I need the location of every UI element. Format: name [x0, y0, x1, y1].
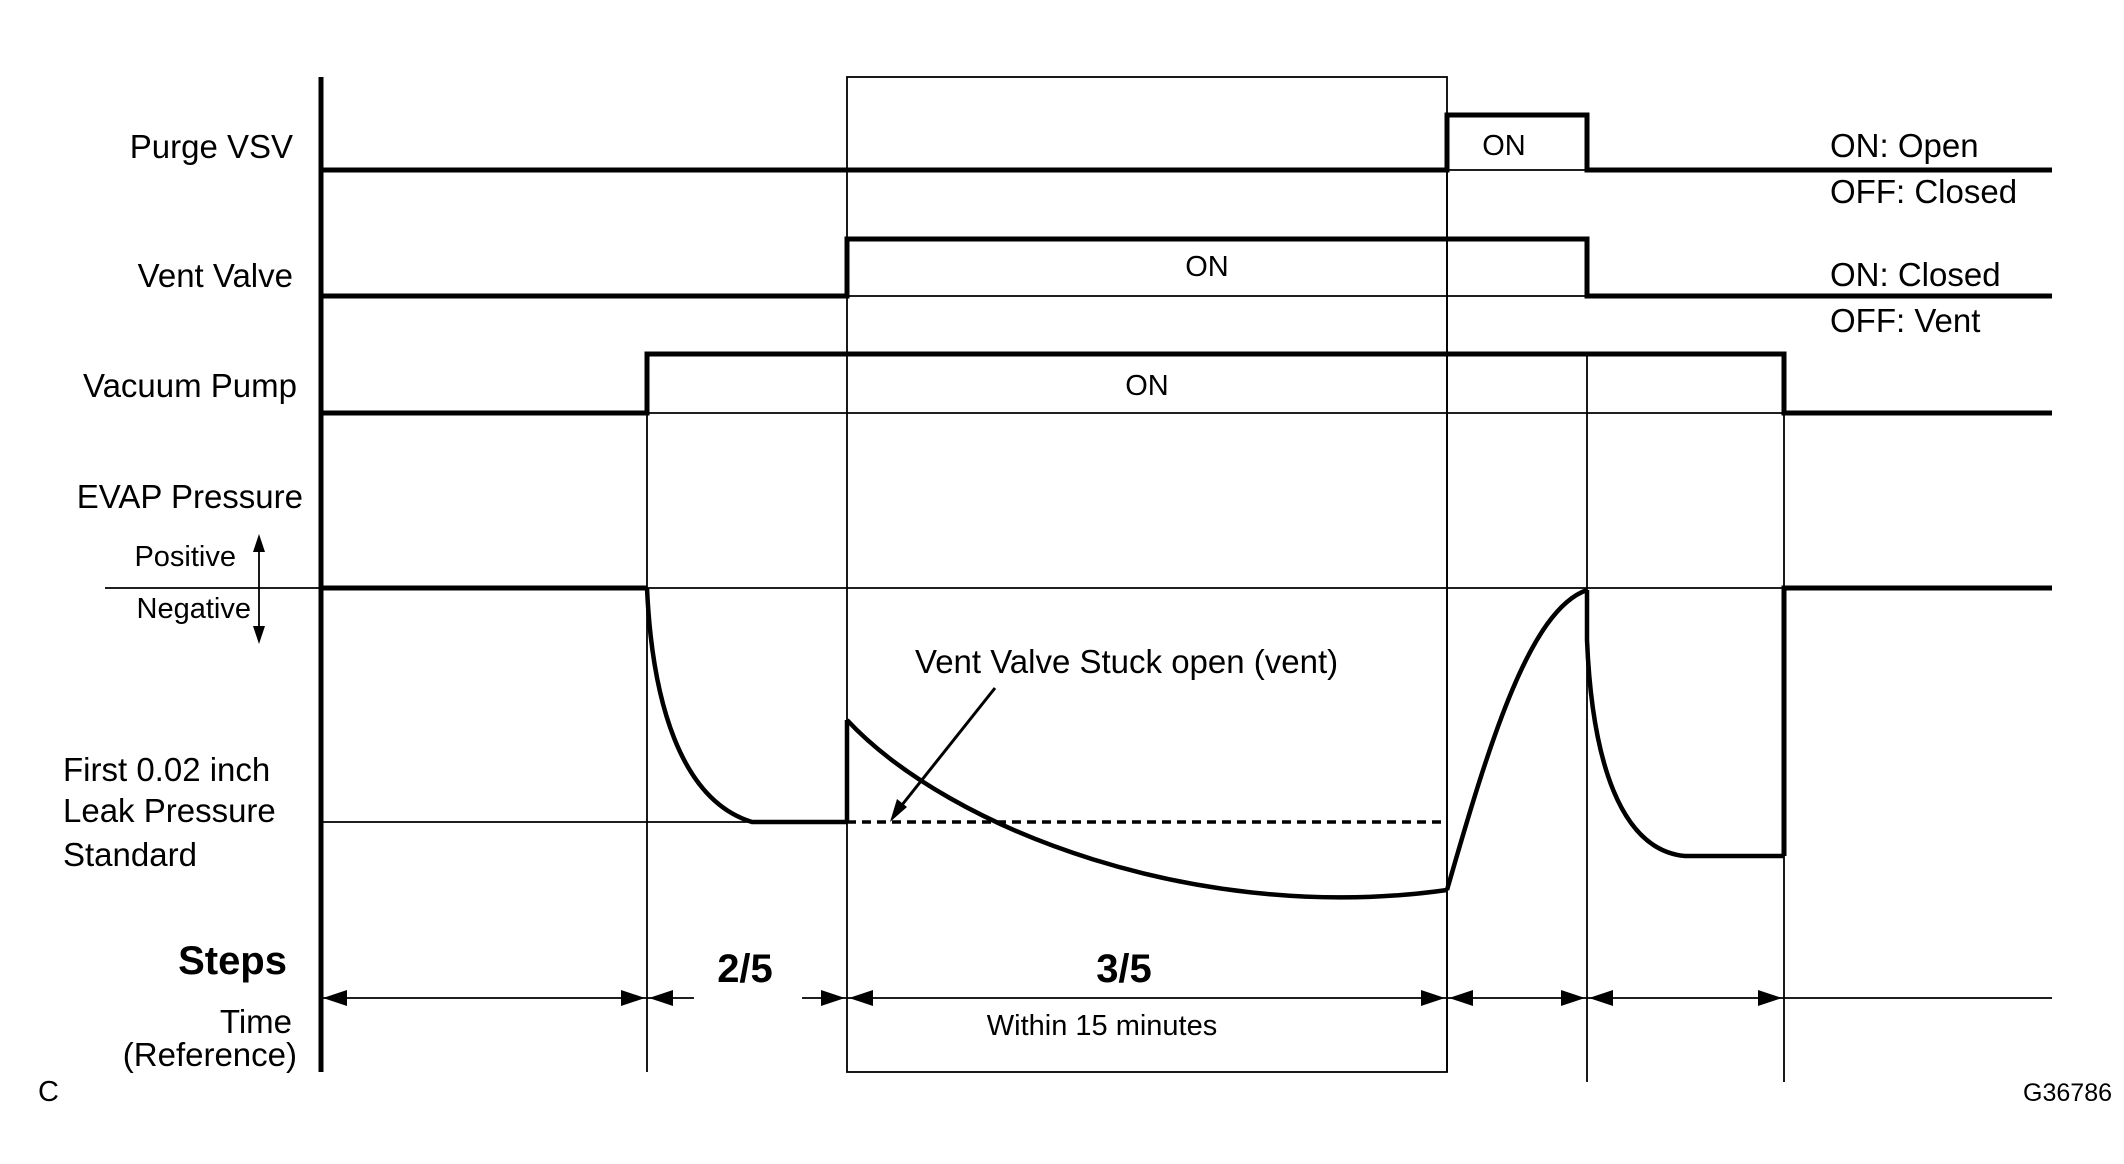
annotation-leader [896, 687, 997, 811]
leak-standard-line2: Leak Pressure [63, 792, 276, 829]
annotation-arrowhead [890, 799, 907, 822]
vent-valve-label: Vent Valve [138, 257, 293, 294]
vent-valve-legend-off: OFF: Vent [1830, 302, 1980, 339]
arrowhead [621, 990, 645, 1006]
vent-valve-signal [321, 236, 2052, 299]
time-reference-label: (Reference) [123, 1036, 297, 1073]
arrowhead [1449, 990, 1473, 1006]
positive-label: Positive [134, 541, 236, 573]
vent-valve-on-text: ON [1185, 251, 1229, 283]
arrowhead [649, 990, 673, 1006]
purge-vsv-signal [321, 112, 2052, 173]
purge-vsv-legend-off: OFF: Closed [1830, 173, 2017, 210]
pressure-trace-step4 [1444, 587, 1588, 891]
negative-label: Negative [137, 593, 251, 625]
purge-vsv-legend-on: ON: Open [1830, 127, 1979, 164]
arrowhead [821, 990, 845, 1006]
step-3-frame [846, 76, 1448, 1073]
time-label: Time [220, 1003, 292, 1040]
vacuum-pump-signal [321, 351, 2052, 416]
negative-arrowhead [253, 626, 265, 644]
step-2-label: 2/5 [717, 947, 773, 991]
evap-pressure-label: EVAP Pressure [77, 478, 303, 515]
pressure-trace-final [1781, 585, 2052, 856]
arrowhead [323, 990, 347, 1006]
step-3-label: 3/5 [1096, 947, 1152, 991]
figure-code: G36786 [2023, 1079, 2112, 1107]
vent-valve-legend-on: ON: Closed [1830, 256, 2001, 293]
steps-title: Steps [178, 939, 287, 983]
pressure-trace-step2 [644, 587, 847, 825]
vacuum-pump-label: Vacuum Pump [83, 367, 297, 404]
leak-standard-line3: Standard [63, 836, 197, 873]
pressure-trace-step3 [845, 718, 1448, 900]
stuck-open-annotation: Vent Valve Stuck open (vent) [915, 643, 1338, 680]
step-2-gap [694, 990, 802, 1006]
step-3-duration: Within 15 minutes [987, 1010, 1218, 1042]
purge-vsv-label: Purge VSV [130, 128, 293, 165]
arrowhead [849, 990, 873, 1006]
arrowhead [1561, 990, 1585, 1006]
purge-vsv-on-text: ON [1482, 130, 1526, 162]
leak-standard-line1: First 0.02 inch [63, 751, 270, 788]
positive-arrowhead [253, 534, 265, 552]
corner-letter: C [38, 1076, 59, 1108]
vacuum-pump-on-text: ON [1125, 370, 1169, 402]
arrowhead [1589, 990, 1613, 1006]
arrowhead [1758, 990, 1782, 1006]
time-arrowheads [323, 990, 1782, 1006]
arrowhead [1421, 990, 1445, 1006]
pressure-trace-step5 [1584, 590, 1784, 859]
